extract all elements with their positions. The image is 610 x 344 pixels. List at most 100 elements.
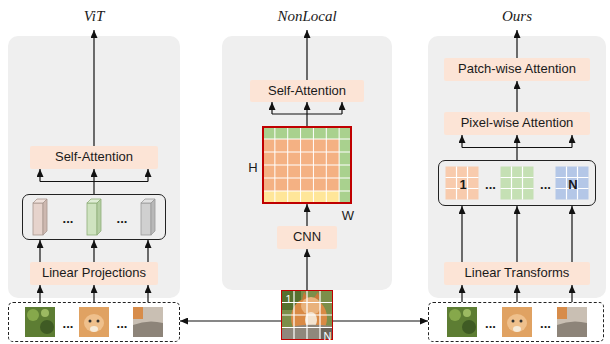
flow-arrow <box>341 102 342 114</box>
patch-fur <box>133 307 143 319</box>
ellipsis: ... <box>117 316 128 331</box>
patch-token-grid: 1...... N <box>438 160 596 206</box>
flow-arrow <box>306 114 307 126</box>
patch-index: N <box>324 330 332 342</box>
module-box: Self-Attention <box>250 80 364 102</box>
flow-arrow <box>39 240 40 262</box>
image-patch <box>133 307 163 337</box>
flow-arrow <box>93 240 94 262</box>
patch-leaf <box>463 309 471 317</box>
module-box: CNN <box>277 226 337 249</box>
flow-arrow <box>180 320 281 321</box>
patch-eye <box>97 320 100 323</box>
module-label: Linear Transforms <box>465 266 570 280</box>
flow-arrow <box>516 148 517 161</box>
patch-ground <box>447 307 477 337</box>
flow-arrow <box>461 285 462 302</box>
pixel-grid-lines <box>501 167 534 200</box>
module-box: Pixel-wise Attention <box>444 112 590 135</box>
pixel-grid-lines <box>556 167 589 200</box>
patch-fur <box>557 307 567 319</box>
module-box: Linear Projections <box>30 262 158 285</box>
flow-arrow <box>571 285 572 302</box>
ellipsis: ... <box>540 316 551 331</box>
text-holder: 1 <box>285 290 291 306</box>
model-panel: ViTSelf-Attention......Linear Projection… <box>8 36 180 298</box>
module-label: Pixel-wise Attention <box>461 116 574 130</box>
text-holder: ... <box>63 315 74 331</box>
patch-ground <box>557 307 587 337</box>
text-holder: ViT <box>84 8 105 25</box>
flow-arrow <box>571 206 572 262</box>
patch-chin <box>513 326 521 332</box>
ellipsis: ... <box>117 211 128 226</box>
flow-arrow <box>461 206 462 262</box>
flow-arrow <box>516 135 517 148</box>
flow-arrow <box>516 206 517 262</box>
patch-eye <box>89 320 92 323</box>
flow-arrow <box>180 321 281 322</box>
token-bar <box>33 203 43 235</box>
module-label: Self-Attention <box>55 150 133 164</box>
token-label: ... <box>540 177 551 192</box>
feature-map-cells <box>262 126 352 204</box>
flow-arrow <box>333 321 428 322</box>
patch-face <box>507 314 527 332</box>
pixel-grid <box>556 167 589 200</box>
output-arrow <box>306 30 307 80</box>
token-bar <box>87 203 97 235</box>
feature-grid-lines <box>262 126 352 204</box>
token-bar <box>97 199 101 235</box>
patch-token-grids <box>446 167 589 200</box>
text-holder: ... <box>540 315 551 331</box>
text-holder: H <box>248 159 257 175</box>
token-sequence: ...... <box>22 194 166 240</box>
pixel-grid <box>501 167 534 200</box>
flow-arrow <box>461 135 462 148</box>
patch-leaf <box>449 309 461 321</box>
image-patch <box>79 307 109 337</box>
model-panel: NonLocalSelf-AttentionHWCNN <box>222 36 392 290</box>
text-holder: ... <box>485 176 496 192</box>
patch-leaf <box>462 320 476 334</box>
ellipsis: ... <box>485 316 496 331</box>
token-label: 1 <box>459 177 466 192</box>
flow-arrow <box>517 81 518 112</box>
panel-title: NonLocal <box>277 8 336 24</box>
image-patch <box>447 307 477 337</box>
text-holder: 1 <box>459 176 466 192</box>
flow-arrow <box>39 169 40 182</box>
flow-arrow <box>516 285 517 302</box>
patch-ground <box>133 307 163 337</box>
module-label: Patch-wise Attention <box>458 62 576 76</box>
patch-ground <box>25 307 55 337</box>
patch-index: 1 <box>285 293 291 305</box>
feature-cell <box>262 126 352 204</box>
token-bar <box>43 199 47 235</box>
flow-arrow <box>147 240 148 262</box>
flow-arrow <box>333 320 428 321</box>
pixel-grid-lines <box>446 167 479 200</box>
image-patch <box>25 307 55 337</box>
flow-arrow <box>306 102 307 114</box>
text-holder: ... <box>485 315 496 331</box>
panel-background <box>222 36 392 290</box>
patch-chin <box>90 326 98 332</box>
panel-background <box>222 36 392 290</box>
flow-arrow <box>147 169 148 182</box>
dimension-label: W <box>342 208 354 223</box>
flow-arrow <box>271 102 272 114</box>
panel-title: ViT <box>84 8 105 24</box>
ellipsis: ... <box>63 211 74 226</box>
text-holder: ... <box>63 210 74 226</box>
module-label: CNN <box>293 230 321 244</box>
image-patch <box>502 307 532 337</box>
patch-rock <box>133 321 163 337</box>
text-holder: ... <box>540 176 551 192</box>
input-image: 1N <box>281 290 333 340</box>
pixel-grid <box>446 167 479 200</box>
patch-leaf <box>27 309 39 321</box>
flow-arrow <box>307 249 308 290</box>
token-label: N <box>568 177 577 192</box>
